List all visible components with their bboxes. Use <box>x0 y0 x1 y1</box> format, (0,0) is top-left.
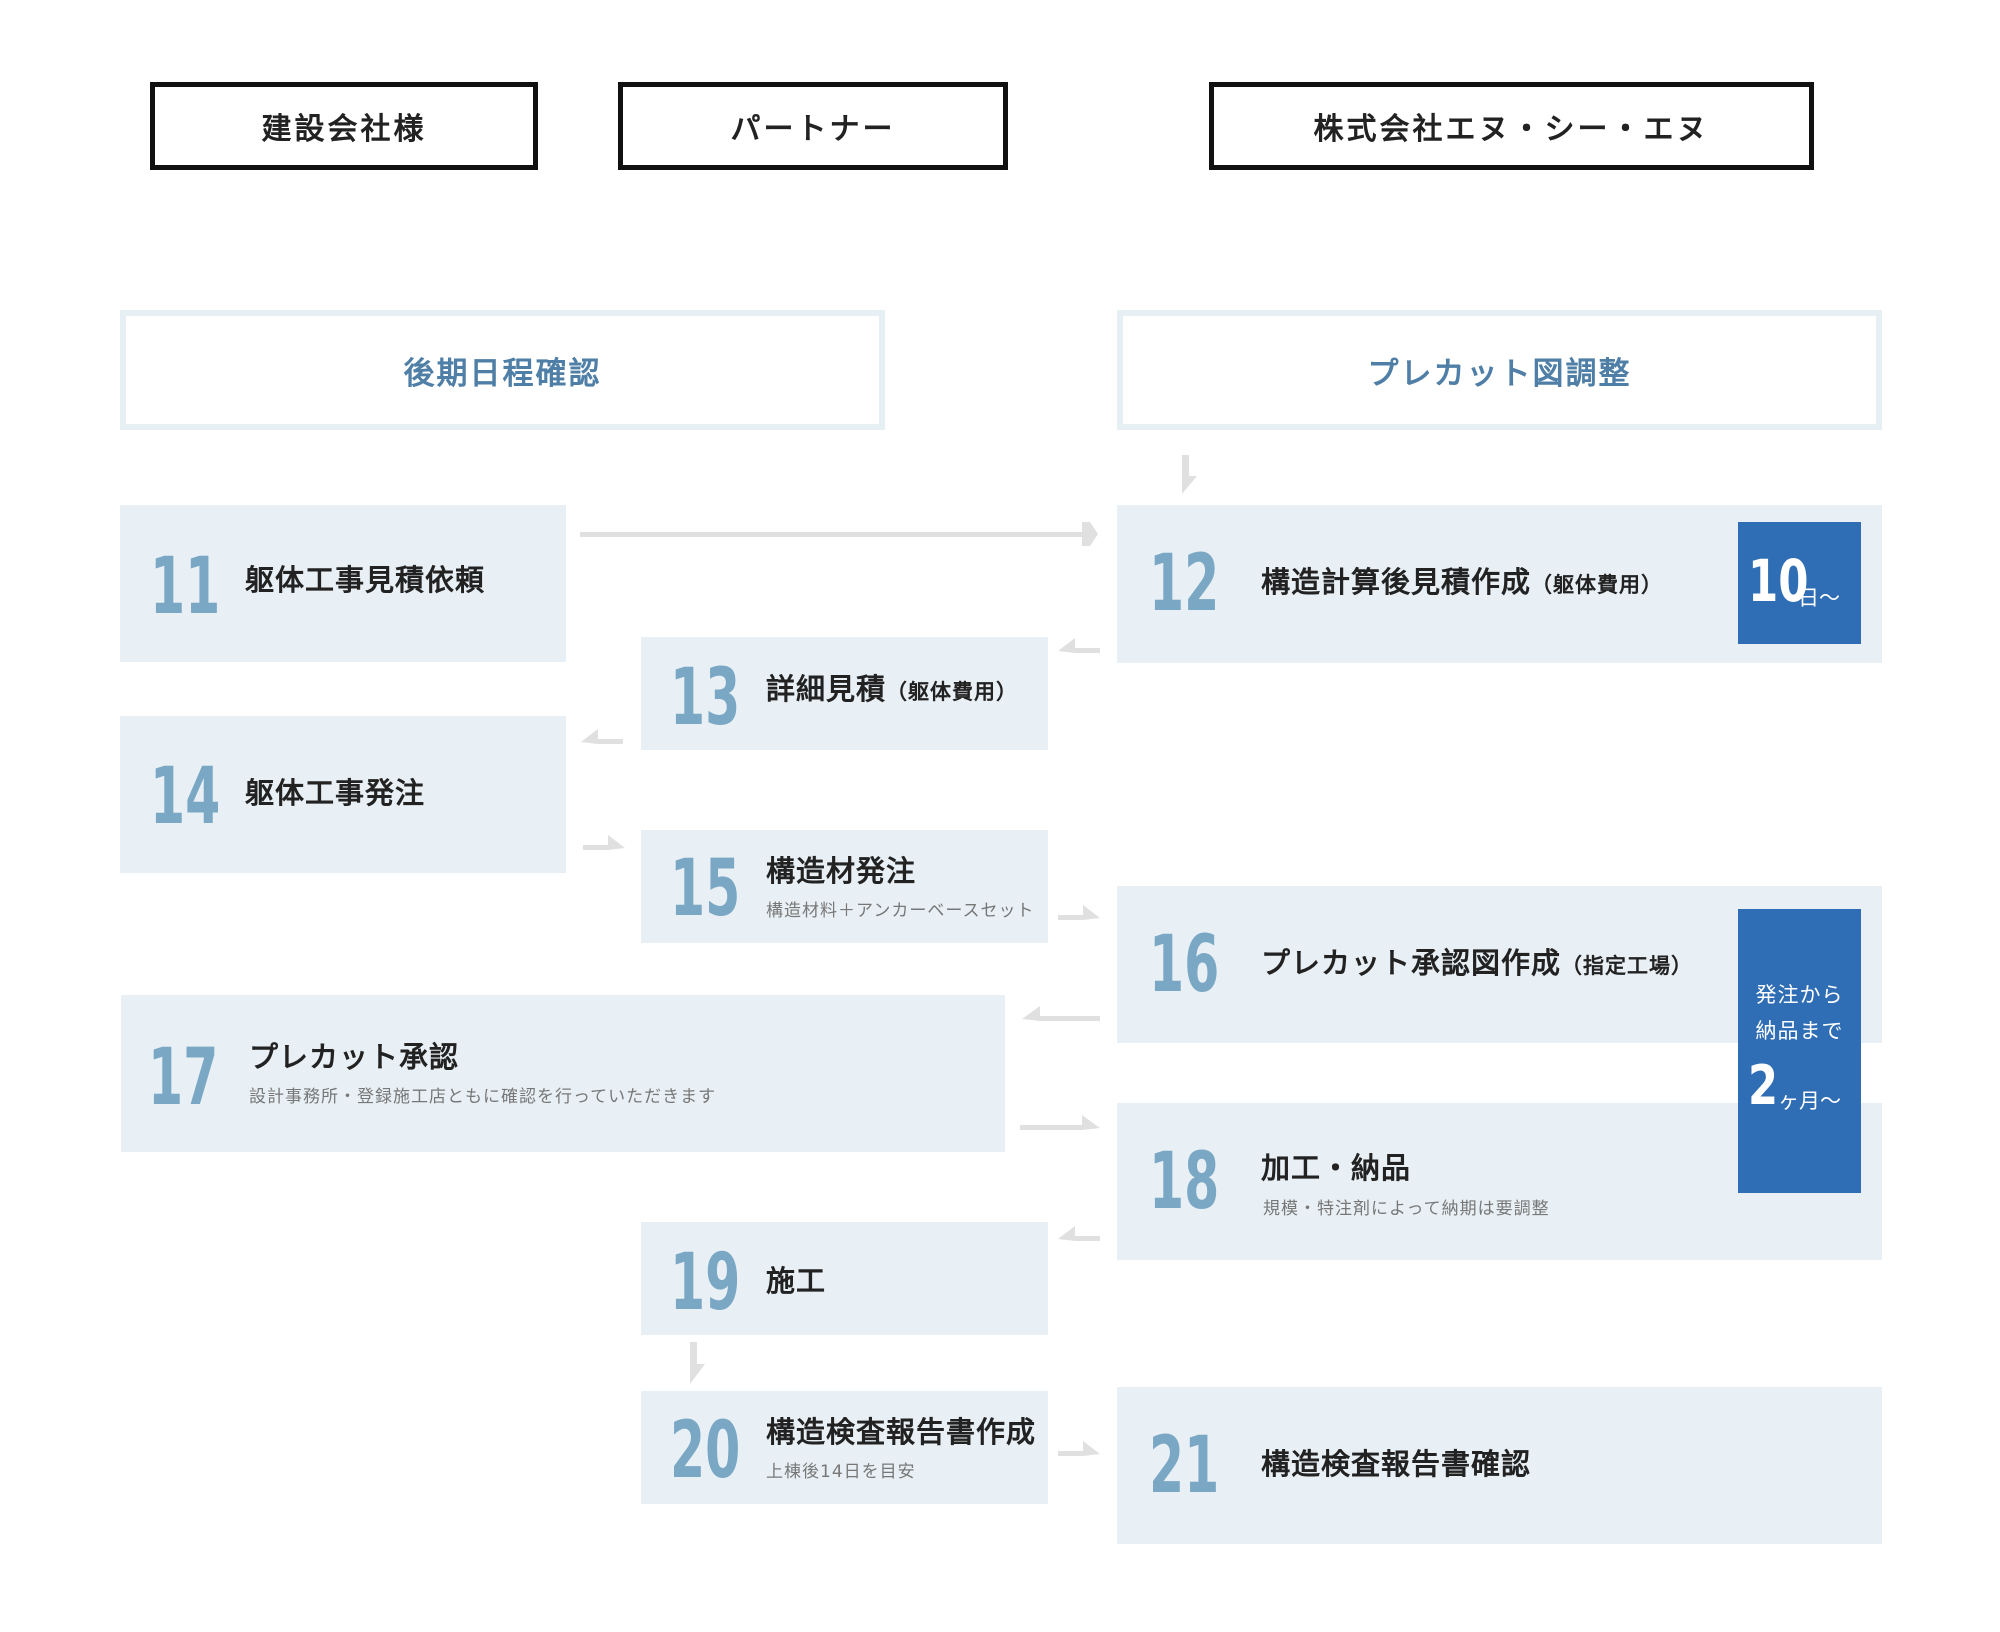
step-title: 詳細見積（躯体費用） <box>766 672 1019 706</box>
step-number: 11 <box>150 542 221 632</box>
arrow-17-to-18 <box>1020 1125 1082 1130</box>
arrow-13-to-14 <box>598 739 623 744</box>
step-title: 躯体工事発注 <box>245 776 426 810</box>
step-15: 15 構造材発注 構造材料＋アンカーベースセット <box>641 830 1048 943</box>
badge-line-2: 納品まで <box>1755 1019 1844 1043</box>
duration-badge-2-months: 発注から 納品まで 2 ヶ月〜 <box>1738 909 1861 1193</box>
badge-unit: 日〜 <box>1798 586 1840 610</box>
duration-badge-10-days: 10 日〜 <box>1738 522 1861 644</box>
arrow-18-to-19 <box>1075 1236 1100 1241</box>
badge-number: 10 <box>1748 547 1809 615</box>
step-19: 19 施工 <box>641 1222 1048 1335</box>
step-11: 11 躯体工事見積依頼 <box>120 505 566 662</box>
step-21: 21 構造検査報告書確認 <box>1117 1387 1882 1544</box>
badge-unit: ヶ月〜 <box>1778 1089 1841 1113</box>
step-subtext: 構造材料＋アンカーベースセット <box>766 901 1035 921</box>
step-number: 18 <box>1149 1137 1220 1227</box>
header-company: 株式会社エヌ・シー・エヌ <box>1209 82 1814 170</box>
header-partner: パートナー <box>618 82 1008 170</box>
step-17: 17 プレカット承認 設計事務所・登録施工店ともに確認を行っていただきます <box>121 995 1005 1152</box>
step-number: 14 <box>150 752 221 842</box>
arrow-14-to-15 <box>583 845 608 850</box>
step-title: 構造検査報告書作成 <box>766 1415 1037 1449</box>
step-title: 躯体工事見積依頼 <box>245 563 486 597</box>
arrow-phase-to-12 <box>1182 455 1197 494</box>
phase-precut-adjust: プレカット図調整 <box>1117 310 1882 430</box>
step-title: 施工 <box>766 1264 827 1298</box>
step-number: 21 <box>1149 1421 1220 1511</box>
header-builder: 建設会社様 <box>150 82 538 170</box>
step-title: 構造検査報告書確認 <box>1261 1447 1532 1481</box>
badge-number: 2 <box>1748 1054 1779 1117</box>
arrow-20-to-21 <box>1058 1451 1083 1456</box>
step-number: 20 <box>670 1406 741 1496</box>
step-14: 14 躯体工事発注 <box>120 716 566 873</box>
phase-schedule-confirm: 後期日程確認 <box>120 310 885 430</box>
step-title: プレカット承認図作成（指定工場） <box>1261 946 1694 980</box>
badge-line-1: 発注から <box>1755 983 1844 1007</box>
step-13: 13 詳細見積（躯体費用） <box>641 637 1048 750</box>
step-number: 16 <box>1149 920 1220 1010</box>
step-number: 15 <box>670 844 741 934</box>
step-title: 構造計算後見積作成（躯体費用） <box>1261 565 1664 599</box>
step-subtext: 設計事務所・登録施工店ともに確認を行っていただきます <box>249 1087 717 1107</box>
step-number: 12 <box>1149 539 1220 629</box>
arrow-19-to-20 <box>690 1342 705 1384</box>
step-20: 20 構造検査報告書作成 上棟後14日を目安 <box>641 1391 1048 1504</box>
step-title: 構造材発注 <box>766 854 917 888</box>
step-subtext: 上棟後14日を目安 <box>766 1462 916 1482</box>
step-number: 17 <box>148 1033 219 1123</box>
step-title: 加工・納品 <box>1261 1151 1412 1185</box>
step-number: 19 <box>670 1238 741 1328</box>
arrow-15-to-16 <box>1058 915 1083 920</box>
step-title: プレカット承認 <box>249 1040 460 1074</box>
step-number: 13 <box>670 653 741 743</box>
arrow-11-to-12 <box>580 532 1090 537</box>
arrow-16-to-17 <box>1040 1016 1100 1021</box>
step-subtext: 規模・特注剤によって納期は要調整 <box>1263 1199 1550 1219</box>
arrow-12-to-13 <box>1075 648 1100 653</box>
